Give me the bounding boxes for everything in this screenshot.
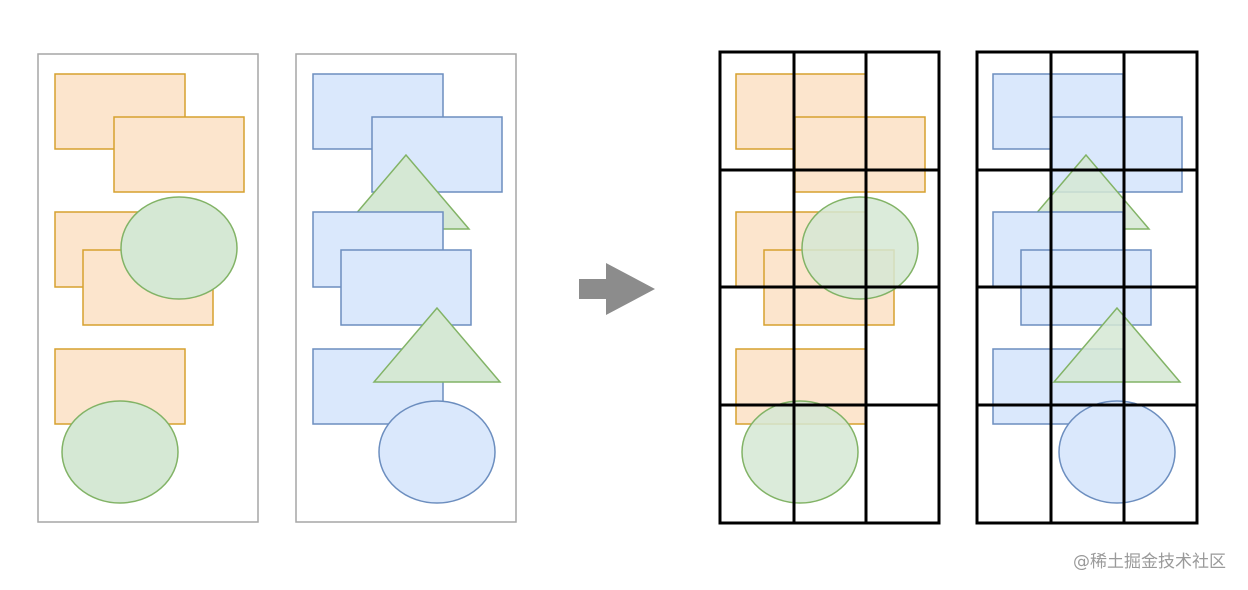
green-circle [61, 400, 179, 504]
orange-rect [794, 116, 926, 193]
blue-circle [1058, 400, 1176, 504]
green-circle [741, 400, 859, 504]
green-triangle [1052, 306, 1182, 383]
orange-rect [735, 348, 867, 425]
right-arrow-icon [579, 263, 655, 315]
green-circle [120, 196, 238, 300]
tiled-panel-1 [718, 50, 941, 525]
blue-circle [378, 400, 496, 504]
orange-rect [113, 116, 245, 193]
tile-grid [975, 50, 1199, 525]
green-triangle [372, 306, 502, 383]
tiled-panel-2 [975, 50, 1199, 525]
green-circle [801, 196, 919, 300]
scene-panel-1 [37, 53, 259, 523]
scene-panel-2 [295, 53, 517, 523]
blue-rect [340, 249, 472, 326]
tile-grid [718, 50, 941, 525]
watermark: @稀土掘金技术社区 [1073, 552, 1226, 572]
